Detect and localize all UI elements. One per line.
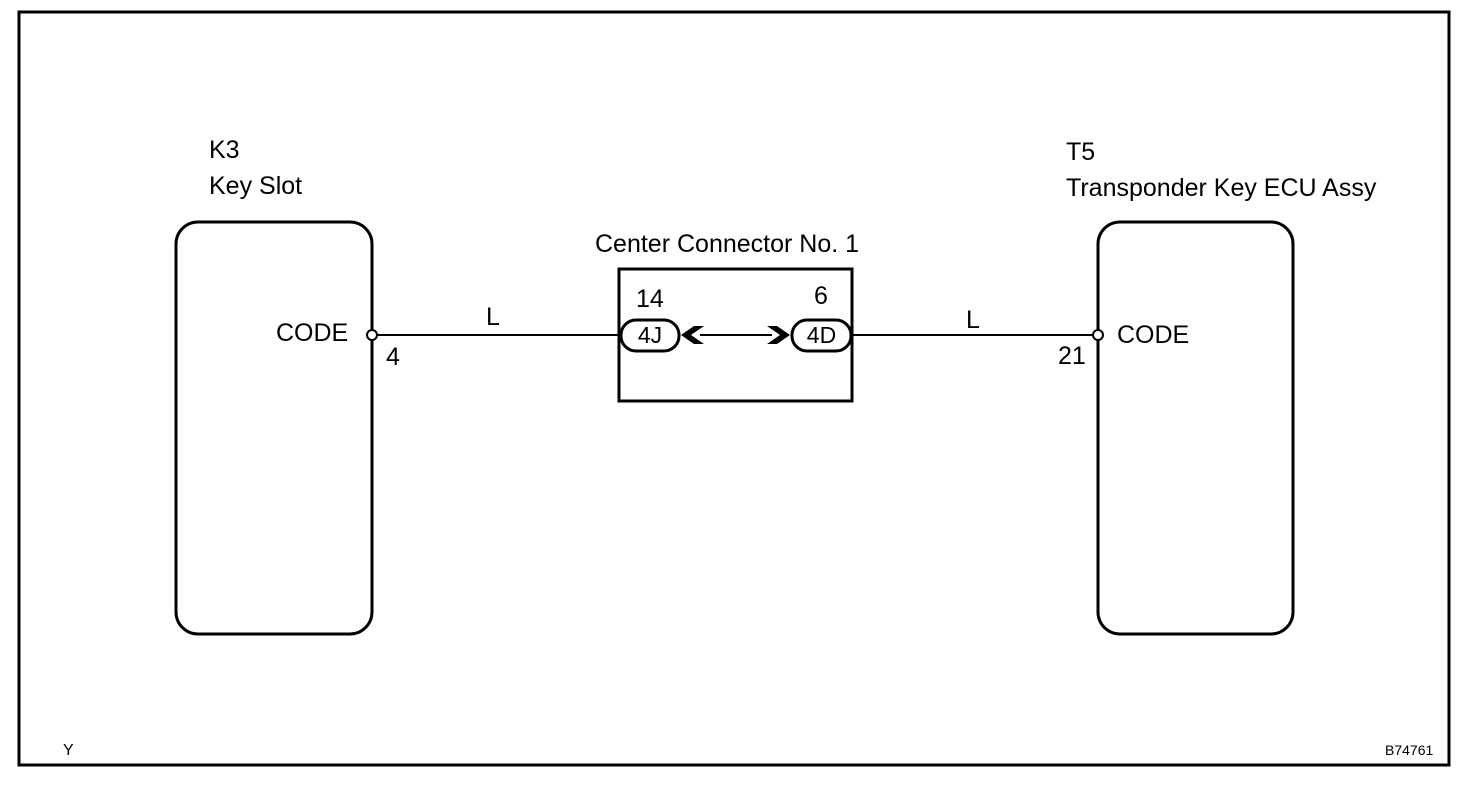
connector-4d-label: 4D bbox=[806, 322, 837, 348]
center-connector-title: Center Connector No. 1 bbox=[595, 230, 860, 258]
transponder-ecu-terminal-label: CODE bbox=[1117, 321, 1190, 349]
junction-right-pin: 6 bbox=[814, 282, 828, 310]
terminal-circle-right bbox=[1092, 329, 1104, 341]
connector-chevron-left bbox=[681, 326, 704, 344]
wire-color-left: L bbox=[486, 303, 500, 331]
wire-color-right: L bbox=[966, 306, 980, 334]
key-slot-name: Key Slot bbox=[209, 172, 303, 200]
transponder-ecu-pin-number: 21 bbox=[1058, 342, 1086, 370]
diagram-frame bbox=[17, 10, 1451, 767]
connector-chevron-right bbox=[767, 326, 790, 344]
key-slot-pin-number: 4 bbox=[386, 343, 400, 371]
terminal-circle-left bbox=[366, 329, 378, 341]
transponder-ecu-name: Transponder Key ECU Assy bbox=[1066, 174, 1377, 202]
transponder-ecu-box bbox=[1096, 220, 1295, 636]
corner-mark: Y bbox=[63, 742, 74, 759]
connector-4j-label: 4J bbox=[637, 322, 663, 348]
connector-4j-capsule bbox=[619, 318, 681, 353]
figure-id: B74761 bbox=[1385, 742, 1434, 758]
key-slot-box bbox=[174, 220, 374, 636]
junction-left-pin: 14 bbox=[636, 285, 664, 313]
connector-4d-capsule bbox=[790, 318, 853, 353]
key-slot-terminal-label: CODE bbox=[276, 319, 349, 347]
key-slot-code: K3 bbox=[209, 136, 240, 164]
transponder-ecu-code: T5 bbox=[1066, 138, 1096, 166]
